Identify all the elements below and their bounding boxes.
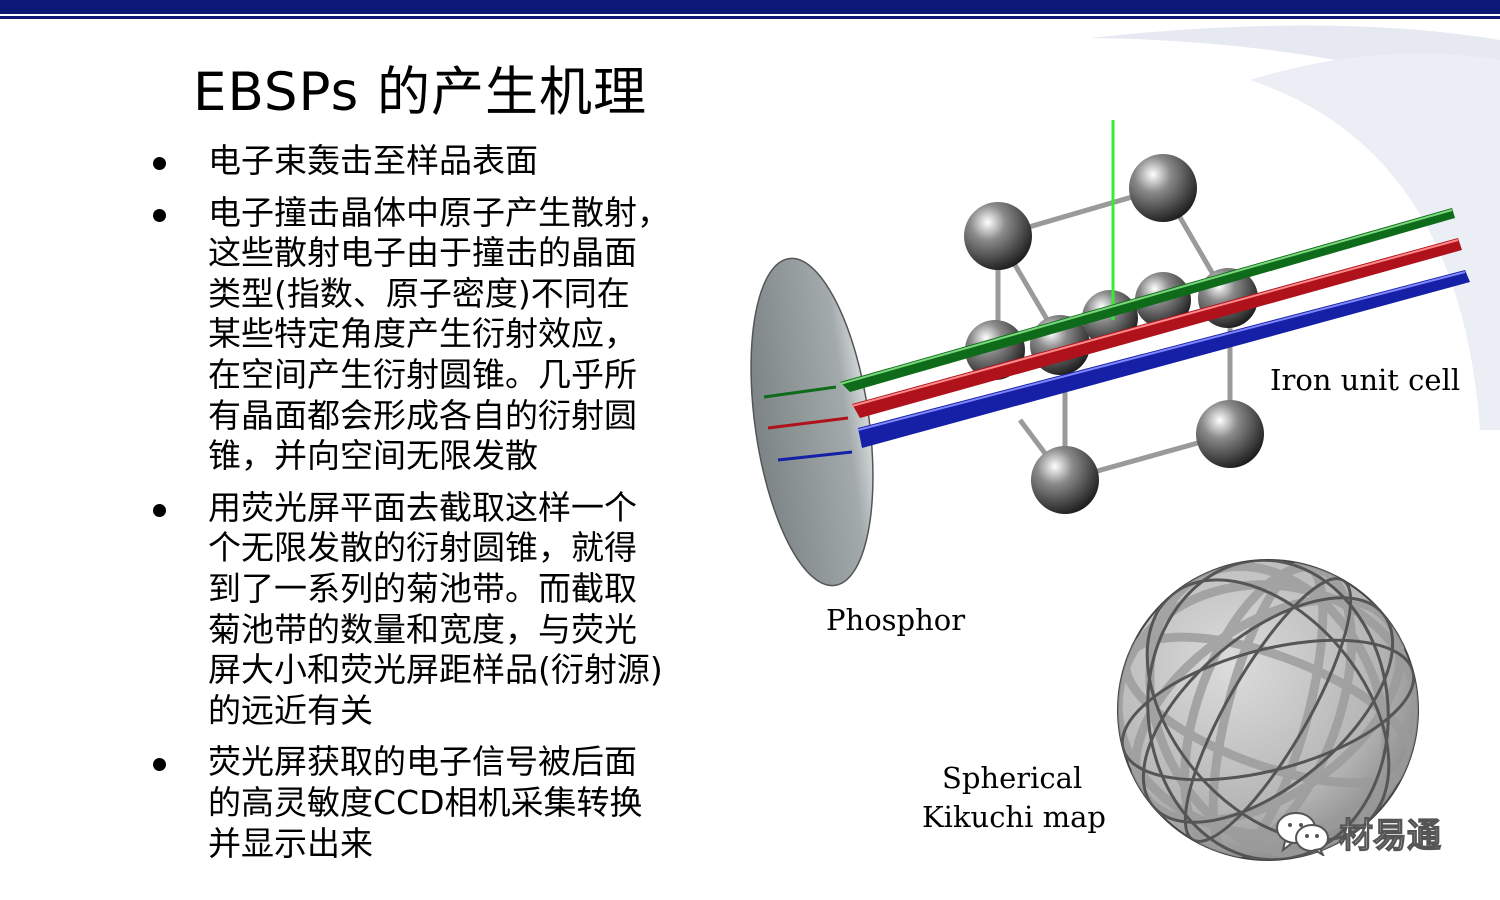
- diffraction-plane-green: [840, 208, 1455, 392]
- diffraction-plane-blue: [858, 270, 1470, 448]
- bullet-list: 电子束轰击至样品表面 电子撞击晶体中原子产生散射， 这些散射电子由于撞击的晶面 …: [150, 141, 750, 875]
- watermark: 材易通: [1275, 808, 1442, 857]
- bullet-text: 用荧光屏平面去截取这样一个 个无限发散的衍射圆锥，就得 到了一系列的菊池带。而截…: [208, 487, 663, 730]
- atom: [964, 202, 1032, 270]
- bullet-dot-icon: [153, 758, 166, 772]
- label-iron-unit-cell: Iron unit cell: [1270, 363, 1460, 397]
- spherical-kikuchi-map: [1117, 559, 1419, 861]
- top-header-bar: [0, 0, 1500, 14]
- diffraction-plane-red: [852, 238, 1462, 418]
- label-spherical: Spherical: [942, 761, 1082, 795]
- bullet-text: 荧光屏获取的电子信号被后面 的高灵敏度CCD相机采集转换 并显示出来: [208, 742, 643, 863]
- phosphor-screen: [750, 257, 874, 587]
- bullet-text: 电子撞击晶体中原子产生散射， 这些散射电子由于撞击的晶面 类型(指数、原子密度)…: [208, 192, 670, 476]
- bullet-dot-icon: [153, 157, 166, 170]
- label-kikuchi-map: Kikuchi map: [922, 800, 1106, 834]
- slide-title: EBSPs 的产生机理: [193, 62, 648, 123]
- bullet-item: 电子撞击晶体中原子产生散射， 这些散射电子由于撞击的晶面 类型(指数、原子密度)…: [150, 193, 750, 477]
- bullet-item: 电子束轰击至样品表面: [150, 141, 750, 182]
- bullet-item: 用荧光屏平面去截取这样一个 个无限发散的衍射圆锥，就得 到了一系列的菊池带。而截…: [150, 488, 750, 732]
- bullet-item: 荧光屏获取的电子信号被后面 的高灵敏度CCD相机采集转换 并显示出来: [150, 742, 750, 864]
- top-header-rule: [0, 16, 1500, 19]
- bullet-text: 电子束轰击至样品表面: [208, 141, 538, 180]
- wechat-icon: [1276, 811, 1329, 856]
- atom: [1031, 446, 1099, 514]
- bullet-dot-icon: [153, 503, 166, 517]
- bullet-dot-icon: [153, 208, 166, 222]
- atom: [1196, 400, 1264, 468]
- label-phosphor: Phosphor: [826, 603, 965, 637]
- watermark-text: 材易通: [1338, 815, 1441, 856]
- atom: [1129, 154, 1197, 222]
